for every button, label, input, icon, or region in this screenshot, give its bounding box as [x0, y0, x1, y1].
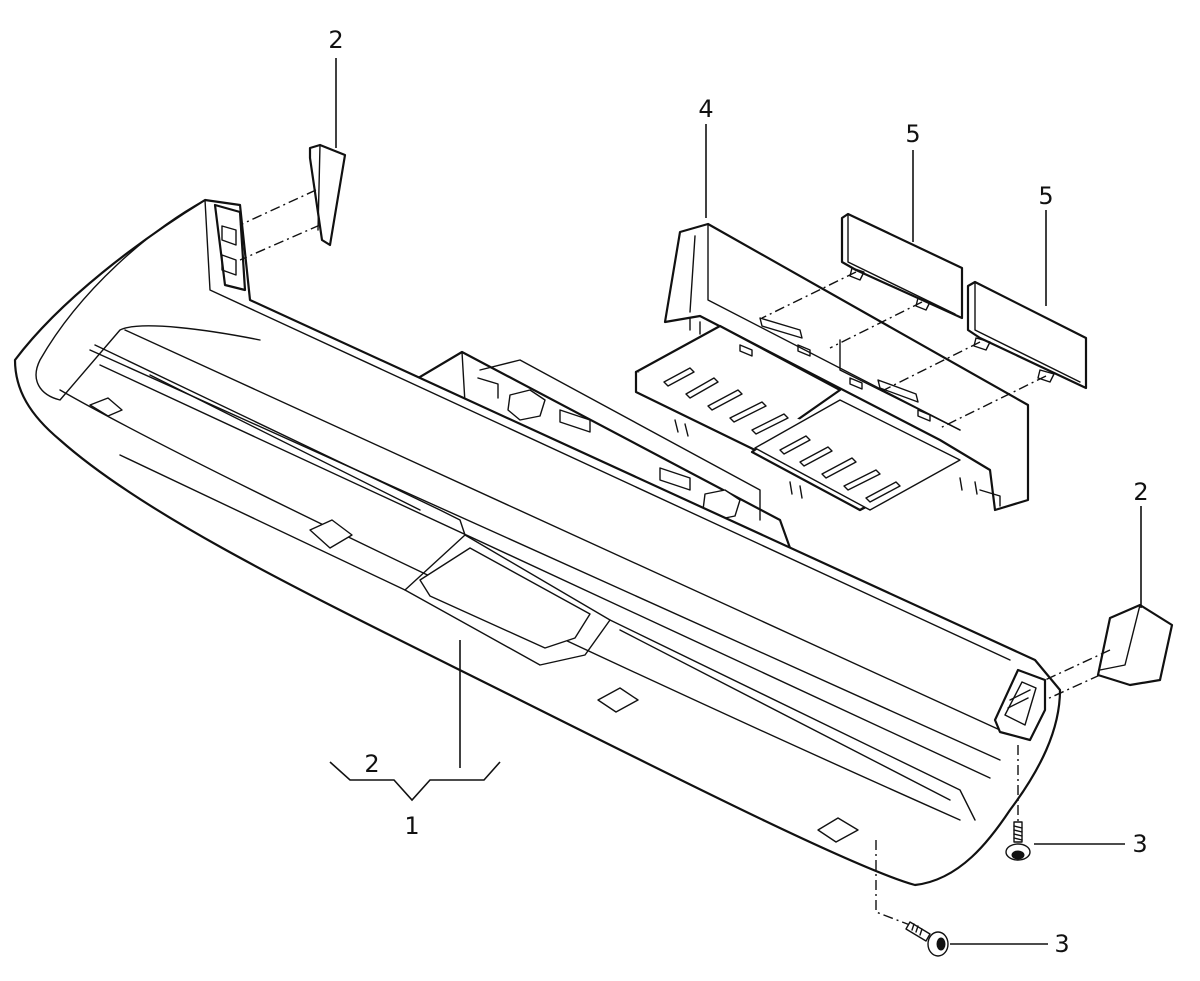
screw-icon — [875, 840, 949, 957]
part-4-storage-tray — [634, 222, 1030, 512]
callout-1-main-panel: 1 — [404, 812, 419, 840]
cover-alignment-lines — [761, 271, 1047, 429]
part-1-main-panel — [13, 198, 1062, 887]
callout-3-upper-screw: 3 — [1132, 830, 1147, 858]
part-2-end-cap-right — [1044, 603, 1174, 701]
callout-2-left-cap: 2 — [328, 26, 343, 54]
callout-5-upper-cover: 5 — [905, 120, 920, 148]
callout-3-lower-screw: 3 — [1054, 930, 1069, 958]
callout-2-right-cap: 2 — [1133, 478, 1148, 506]
screw-icon — [1005, 745, 1031, 861]
part-2-end-cap-left — [239, 143, 347, 261]
callout-4-tray: 4 — [698, 95, 713, 123]
leader-lines — [329, 58, 1142, 945]
part-5-cover-upper — [840, 212, 964, 320]
part-5-cover-lower — [966, 280, 1088, 390]
callout-5-lower-cover: 5 — [1038, 182, 1053, 210]
callout-2-group: 2 — [364, 750, 379, 778]
